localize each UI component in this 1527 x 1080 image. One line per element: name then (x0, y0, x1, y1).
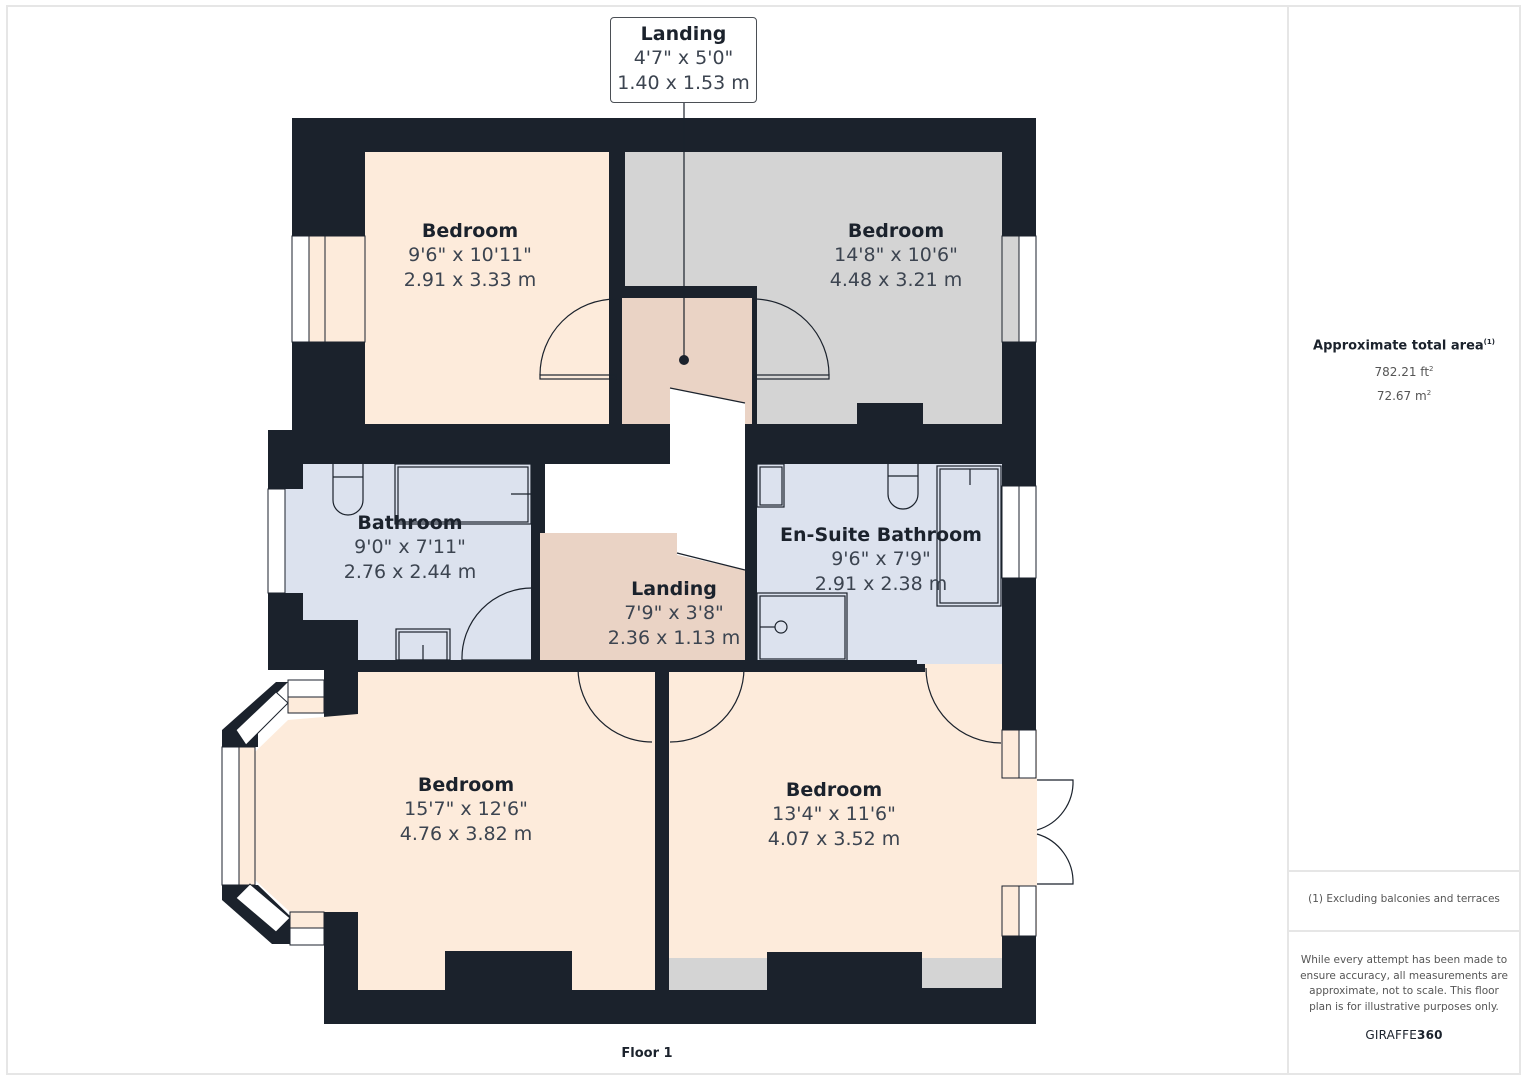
brand-logo: GIRAFFE360 (1365, 1028, 1442, 1042)
room-name: Bedroom (417, 774, 515, 796)
doors (539, 298, 1074, 885)
room-dim-imperial: 14'8" x 10'6" (834, 244, 958, 266)
room-dim-imperial: 4'7" x 5'0" (633, 47, 734, 69)
stairwell (545, 388, 745, 570)
room-label-bedroom-3: Bedroom 15'7" x 12'6" 4.76 x 3.82 m (400, 773, 532, 847)
area-title: Approximate total area(1) (1313, 338, 1495, 353)
room-dim-imperial: 13'4" x 11'6" (772, 803, 896, 825)
page-frame (6, 5, 1521, 1075)
room-dim-metric: 2.91 x 2.38 m (814, 573, 948, 595)
floor-plan (221, 103, 1074, 1024)
area-sqft: 782.21 ft2 (1313, 359, 1495, 383)
disclaimer: While every attempt has been made to ens… (1300, 954, 1508, 1013)
area-sqft-value: 782.21 ft (1374, 365, 1430, 380)
room-dim-imperial: 15'7" x 12'6" (404, 798, 528, 820)
landing-callout: Landing 4'7" x 5'0" 1.40 x 1.53 m (610, 17, 757, 103)
bedroom-3-floor (358, 672, 655, 990)
floor-label: Floor 1 (621, 1046, 673, 1061)
room-label-ensuite: En-Suite Bathroom 9'6" x 7'9" 2.91 x 2.3… (780, 523, 982, 597)
room-dim-metric: 4.76 x 3.82 m (399, 823, 533, 845)
area-title-text: Approximate total area (1313, 338, 1484, 354)
room-name: Landing (631, 578, 717, 600)
room-dim-metric: 2.36 x 1.13 m (607, 627, 741, 649)
room-label-bedroom-2: Bedroom 14'8" x 10'6" 4.48 x 3.21 m (830, 219, 962, 293)
unit-superscript: 2 (1429, 365, 1434, 374)
room-name: En-Suite Bathroom (780, 524, 982, 546)
windows (221, 235, 1037, 946)
brand-text: GIRAFFE (1365, 1028, 1418, 1042)
room-label-bathroom: Bathroom 9'0" x 7'11" 2.76 x 2.44 m (344, 511, 476, 585)
area-title-footnote-ref: (1) (1483, 338, 1495, 346)
ensuite-floor (757, 464, 1002, 664)
unit-superscript: 2 (1426, 389, 1432, 398)
room-dim-imperial: 9'6" x 7'9" (831, 548, 931, 570)
room-dim-imperial: 9'0" x 7'11" (354, 536, 466, 558)
brand-number: 360 (1417, 1028, 1443, 1042)
footnote: (1) Excluding balconies and terraces (1308, 893, 1500, 905)
room-name: Bedroom (421, 220, 519, 242)
area-sqm: 72.67 m2 (1313, 383, 1495, 407)
room-dim-metric: 4.48 x 3.21 m (829, 269, 963, 291)
sidebar-divider-footnote-top (1289, 870, 1521, 872)
room-dim-metric: 2.91 x 3.33 m (403, 269, 537, 291)
room-dim-metric: 1.40 x 1.53 m (617, 72, 750, 94)
fixtures (332, 463, 1002, 662)
room-name: Bedroom (847, 220, 945, 242)
room-dim-imperial: 9'6" x 10'11" (408, 244, 532, 266)
sidebar-divider-footnote-bottom (1289, 930, 1521, 932)
room-label-landing-2: Landing 7'9" x 3'8" 2.36 x 1.13 m (608, 577, 740, 651)
room-label-bedroom-1: Bedroom 9'6" x 10'11" 2.91 x 3.33 m (404, 219, 536, 293)
landing-marker (679, 355, 689, 365)
bedroom-2-floor (625, 152, 1002, 286)
room-dim-imperial: 7'9" x 3'8" (624, 602, 724, 624)
sidebar-divider (1287, 5, 1289, 1075)
room-dim-metric: 2.76 x 2.44 m (343, 561, 477, 583)
landing-2-floor (540, 533, 745, 660)
area-sqm-value: 72.67 m (1376, 389, 1427, 404)
room-dim-metric: 4.07 x 3.52 m (767, 828, 901, 850)
room-name: Landing (640, 23, 727, 45)
total-area-block: Approximate total area(1) 782.21 ft2 72.… (1313, 338, 1495, 407)
room-name: Bathroom (357, 512, 463, 534)
room-label-bedroom-4: Bedroom 13'4" x 11'6" 4.07 x 3.52 m (768, 778, 900, 852)
room-name: Bedroom (785, 779, 883, 801)
